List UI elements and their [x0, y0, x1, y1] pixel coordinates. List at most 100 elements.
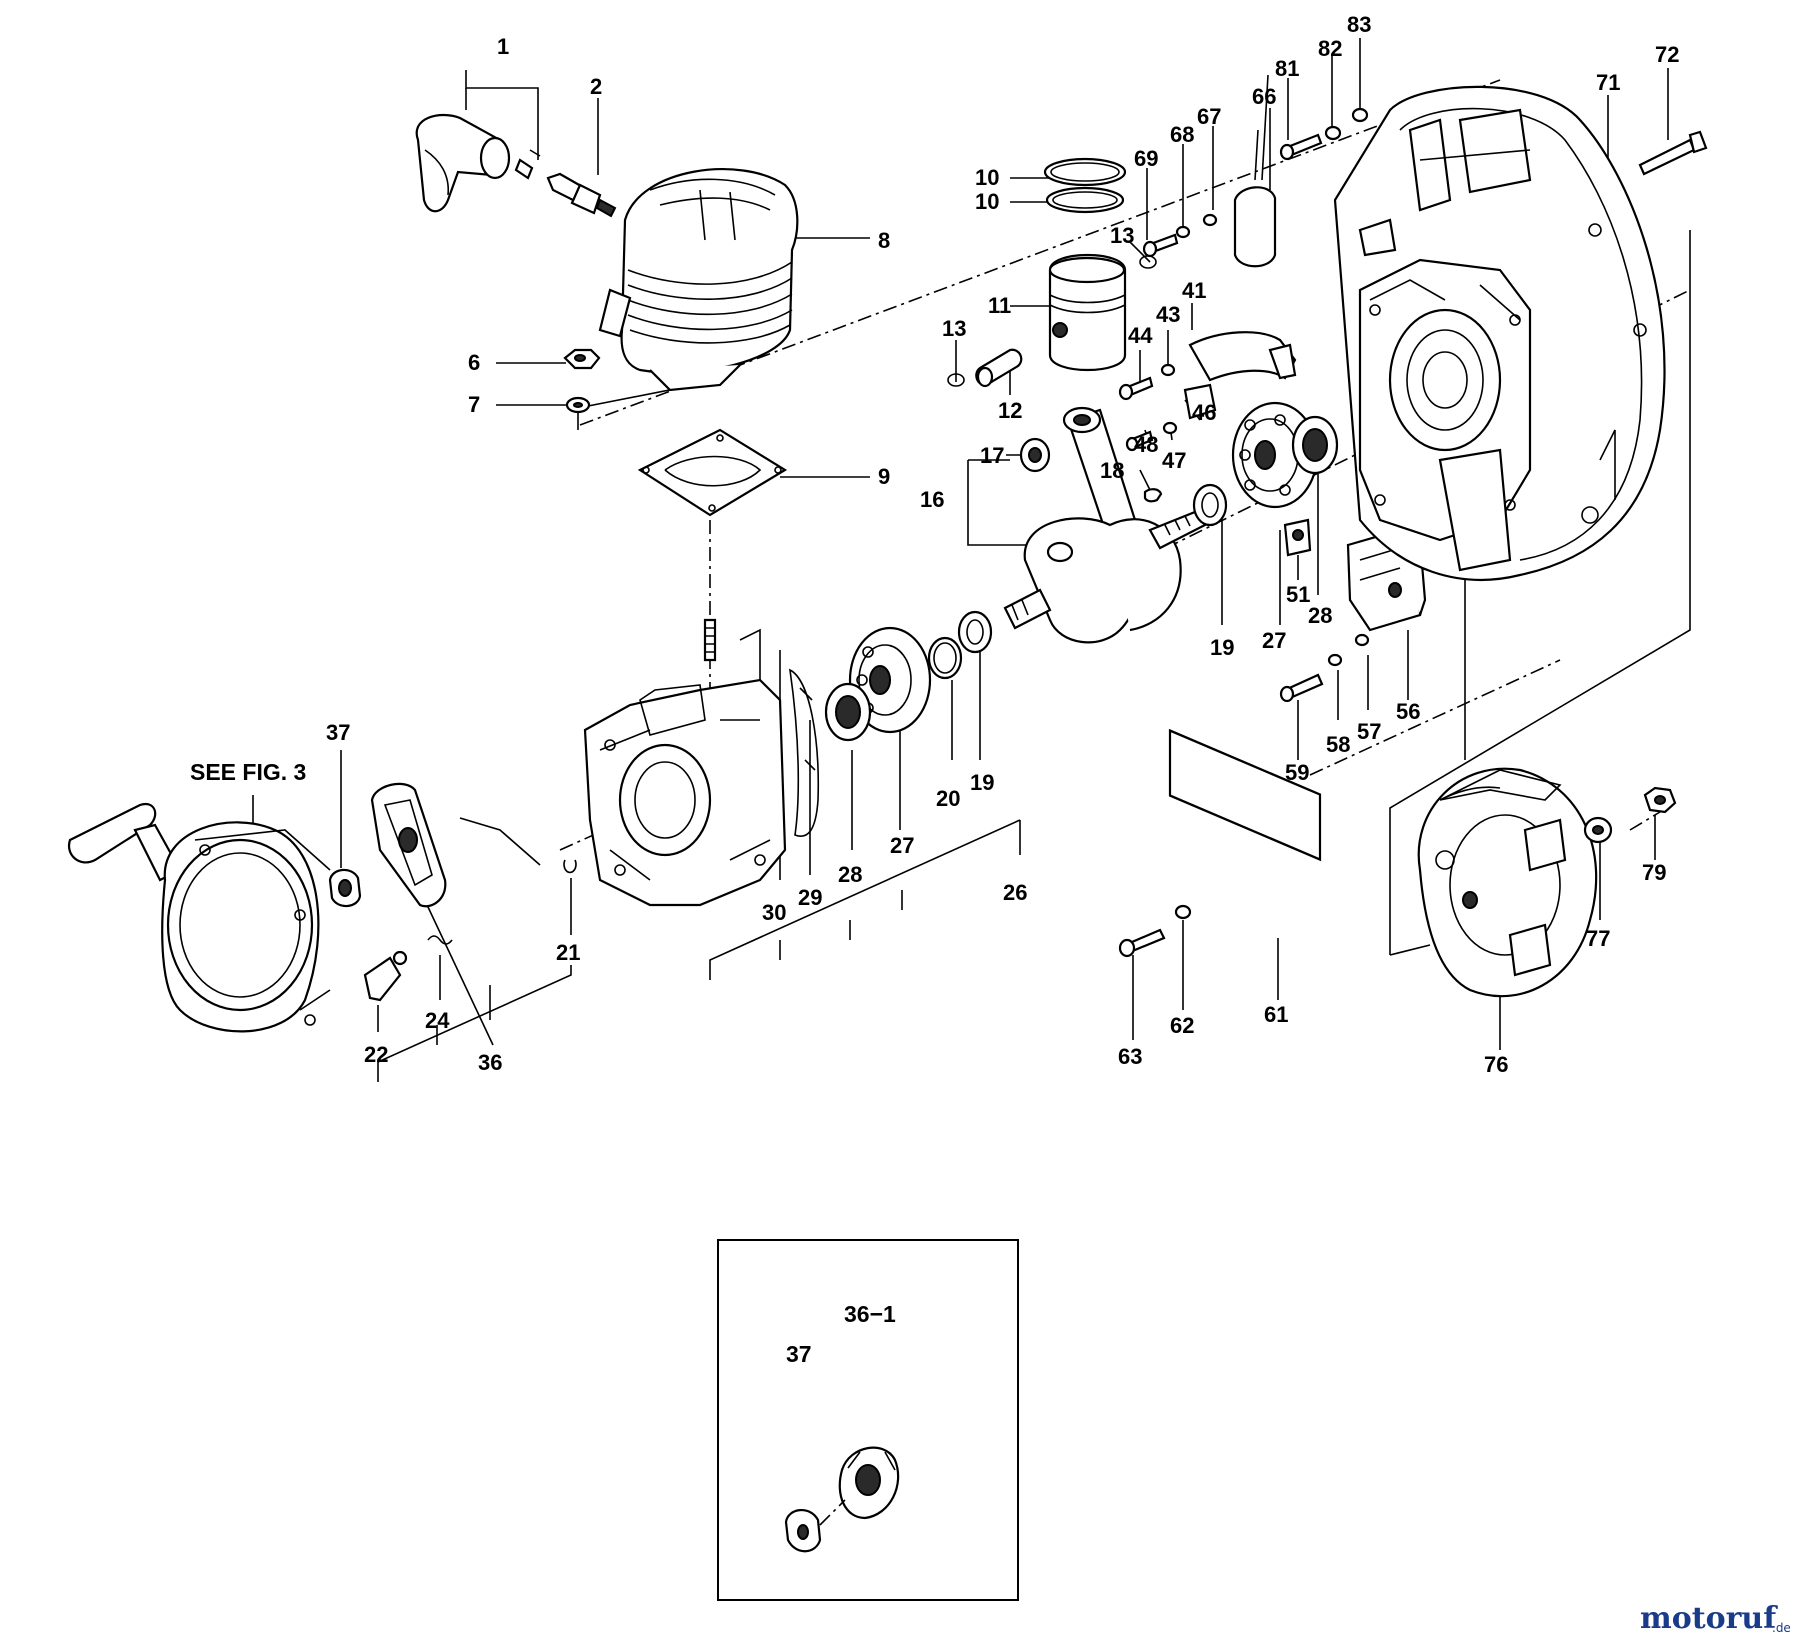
brand-suffix: .de: [1772, 1621, 1791, 1635]
piston-pin-clip-left: [947, 373, 965, 387]
crankcase-stud: [703, 618, 761, 700]
screw-72: [1638, 130, 1708, 176]
label-9: 9: [878, 464, 890, 489]
label-56: 56: [1396, 699, 1420, 724]
inset-label-37: 37: [786, 1341, 812, 1367]
part-number-labels: 1 2 8 6 7 9 10 10 11 12 13 13 16 17 18 1…: [190, 12, 1679, 1077]
see-fig-label: SEE FIG. 3: [190, 759, 306, 785]
washer-77: [1583, 816, 1613, 844]
woodruff-key: [1143, 488, 1163, 503]
label-27a: 27: [1262, 628, 1286, 653]
label-11: 11: [988, 293, 1011, 318]
circlip: [563, 859, 577, 874]
label-24: 24: [425, 1008, 450, 1033]
inset-nut: [784, 1509, 822, 1553]
cap-51: [1283, 518, 1312, 557]
starter-nut: [328, 868, 362, 908]
label-66: 66: [1252, 84, 1276, 109]
inset-label-36-1: 36−1: [844, 1301, 896, 1327]
washer-58: [1327, 653, 1343, 667]
label-10b: 10: [975, 189, 999, 214]
screw-44: [1118, 376, 1154, 401]
washer-43: [1160, 363, 1176, 377]
piston: [1048, 254, 1127, 371]
label-26: 26: [1003, 880, 1027, 905]
label-28b: 28: [838, 862, 862, 887]
label-69: 69: [1134, 146, 1158, 171]
label-51: 51: [1286, 582, 1310, 607]
spark-plug: [546, 172, 617, 218]
piston-ring-lower: [1045, 186, 1125, 214]
inset-clutch-part: [838, 1446, 900, 1520]
recoil-starter: [67, 802, 331, 1033]
cylinder: [598, 168, 799, 392]
oil-seal-right: [1192, 483, 1228, 527]
label-28a: 28: [1308, 603, 1332, 628]
label-79: 79: [1642, 860, 1666, 885]
label-76: 76: [1484, 1052, 1508, 1077]
washer: [565, 396, 591, 414]
label-19b: 19: [970, 770, 994, 795]
screw-59: [1279, 673, 1324, 703]
crankcase-gasket: [788, 668, 820, 837]
brand-watermark: motoruf .de: [1640, 1601, 1791, 1636]
bracket-46: [1183, 383, 1217, 420]
oil-seal-left: [957, 610, 993, 654]
washer-82: [1324, 125, 1342, 141]
label-82: 82: [1318, 36, 1342, 61]
label-81: 81: [1275, 56, 1299, 81]
washer-83: [1351, 107, 1369, 123]
label-10a: 10: [975, 165, 999, 190]
label-19a: 19: [1210, 635, 1234, 660]
piston-pin: [975, 348, 1023, 388]
retaining-ring: [927, 636, 963, 680]
label-77: 77: [1586, 926, 1610, 951]
module-66: [1233, 74, 1277, 268]
label-61: 61: [1264, 1002, 1288, 1027]
label-48: 48: [1134, 432, 1158, 457]
label-62: 62: [1170, 1013, 1194, 1038]
crankcase-left: [583, 678, 787, 907]
crank-seal-right: [1291, 415, 1339, 475]
screw-69: [1142, 233, 1179, 258]
nut: [563, 348, 601, 370]
crank-seal-left: [824, 682, 872, 742]
label-37: 37: [326, 720, 350, 745]
screw-63: [1118, 928, 1166, 958]
label-13b: 13: [1110, 223, 1134, 248]
cover-plate: [1168, 728, 1322, 862]
label-72: 72: [1655, 42, 1679, 67]
label-63: 63: [1118, 1044, 1142, 1069]
label-2: 2: [590, 74, 602, 99]
label-20: 20: [936, 786, 960, 811]
piston-pin-clip-right: [1139, 255, 1157, 269]
cylinder-gasket: [637, 428, 788, 517]
label-59: 59: [1285, 760, 1309, 785]
washer-68: [1175, 225, 1191, 239]
label-8: 8: [878, 228, 890, 253]
pawl-spring: [427, 935, 453, 945]
label-29: 29: [798, 885, 822, 910]
label-83: 83: [1347, 12, 1371, 37]
label-22: 22: [364, 1042, 388, 1067]
crankcase-right: [1358, 218, 1532, 572]
label-30: 30: [762, 900, 786, 925]
screw-81: [1279, 133, 1323, 161]
inset-detail: 36−1 37: [717, 1239, 1019, 1601]
label-18: 18: [1100, 458, 1124, 483]
label-41: 41: [1182, 278, 1206, 303]
label-1: 1: [497, 34, 509, 59]
washer-62: [1174, 904, 1192, 920]
nut-79: [1643, 786, 1677, 814]
label-57: 57: [1357, 719, 1381, 744]
washer-47: [1162, 421, 1178, 435]
crankshaft-assembly: [1003, 406, 1207, 644]
label-6: 6: [468, 350, 480, 375]
washer-67: [1202, 213, 1218, 227]
label-43: 43: [1156, 302, 1180, 327]
pawl-carrier: [370, 782, 447, 908]
label-36: 36: [478, 1050, 502, 1075]
label-67: 67: [1197, 104, 1221, 129]
